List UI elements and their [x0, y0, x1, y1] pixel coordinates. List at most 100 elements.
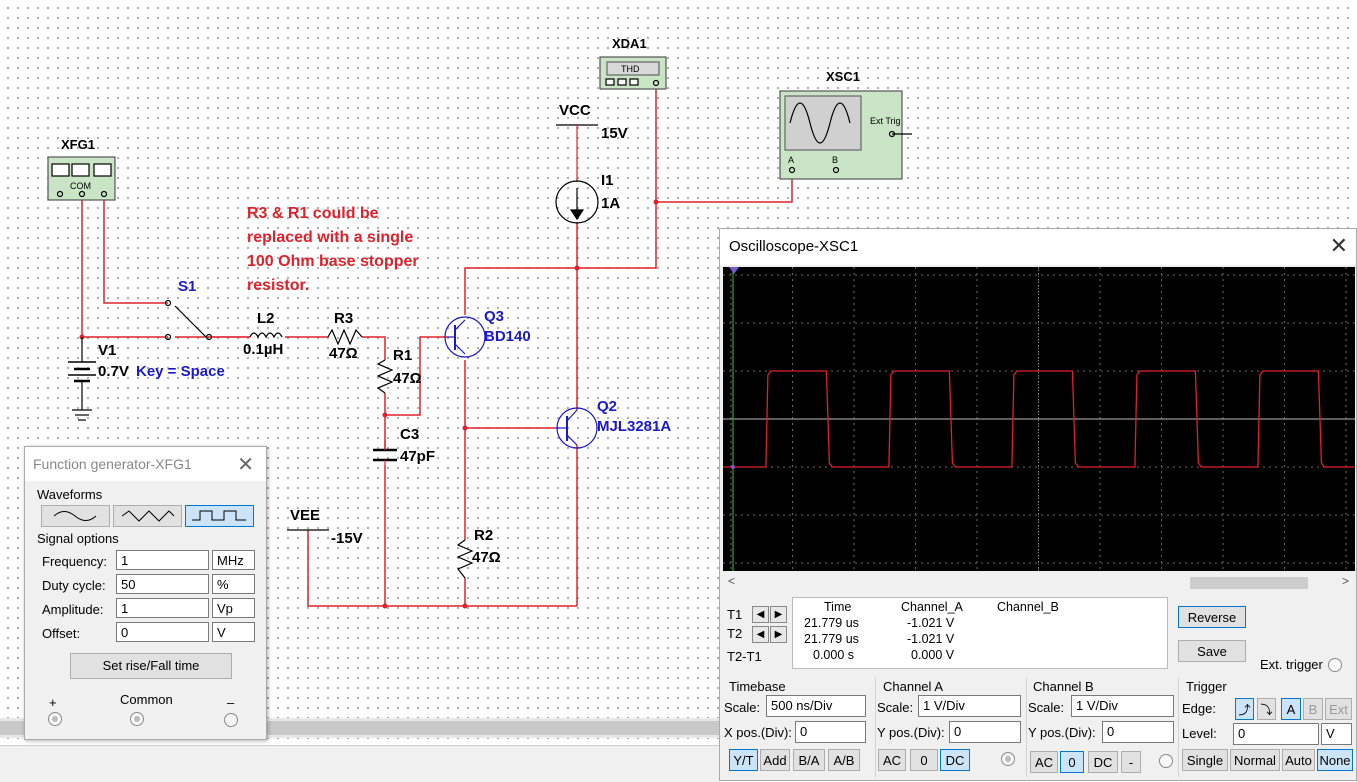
- channel-b-invert-button[interactable]: -: [1121, 751, 1141, 773]
- terminal-common-radio[interactable]: [130, 712, 144, 726]
- duty-cycle-input[interactable]: 50: [116, 574, 209, 594]
- waveforms-label: Waveforms: [37, 487, 103, 502]
- table-cell: 21.779 us: [804, 616, 859, 630]
- channel-a-ac-button[interactable]: AC: [878, 749, 906, 771]
- scroll-left-icon[interactable]: <: [728, 574, 736, 588]
- table-header: Channel_A: [901, 600, 963, 614]
- label-vcc: VCC: [559, 102, 591, 119]
- channel-a-scale-input[interactable]: 1 V/Div: [918, 695, 1021, 717]
- close-icon[interactable]: ✕: [237, 454, 254, 476]
- t1-left-arrow-icon[interactable]: ◀: [752, 606, 769, 623]
- falling-edge-icon[interactable]: ⤵: [1257, 698, 1276, 720]
- label-s1: S1: [178, 278, 197, 295]
- t2-left-arrow-icon[interactable]: ◀: [752, 626, 769, 643]
- cursor-marker-icon: [729, 267, 739, 274]
- terminal-plus-radio[interactable]: [48, 712, 62, 726]
- function-generator-window: Function generator-XFG1 ✕ Waveforms Sign…: [24, 446, 267, 740]
- oscilloscope-screen[interactable]: [723, 267, 1355, 571]
- note-line: 100 Ohm base stopper: [247, 253, 419, 270]
- frequency-unit[interactable]: MHz: [212, 550, 255, 570]
- status-bar: [0, 745, 720, 782]
- channel-a-zero-button[interactable]: 0: [910, 749, 938, 771]
- channel-b-radio[interactable]: [1159, 754, 1173, 768]
- label-ext-trig: Ext Trig: [870, 116, 901, 126]
- label-xsc1: XSC1: [826, 69, 860, 84]
- trigger-normal-button[interactable]: Normal: [1230, 749, 1280, 771]
- label-com: COM: [70, 181, 91, 191]
- label-l2-value: 0.1µH: [243, 341, 284, 358]
- reverse-button[interactable]: Reverse: [1178, 606, 1246, 628]
- frequency-input[interactable]: 1: [116, 550, 209, 570]
- label-r1-value: 47Ω: [393, 370, 422, 387]
- trigger-none-button[interactable]: None: [1317, 749, 1353, 771]
- scrollbar-thumb[interactable]: [1190, 577, 1308, 589]
- channel-a-scale-label: Scale:: [877, 700, 914, 715]
- rising-edge-icon[interactable]: ⤴: [1235, 698, 1254, 720]
- offset-unit[interactable]: V: [212, 622, 255, 642]
- offset-input[interactable]: 0: [116, 622, 209, 642]
- channel-b-label: Channel B: [1033, 679, 1094, 694]
- label-vee-value: -15V: [331, 530, 363, 547]
- sine-wave-button[interactable]: [41, 505, 110, 527]
- note-line: resistor.: [247, 277, 310, 294]
- trigger-source-b-button[interactable]: B: [1303, 698, 1323, 720]
- window-title: Oscilloscope-XSC1: [720, 229, 1356, 265]
- duty-cycle-unit[interactable]: %: [212, 574, 255, 594]
- t2-label: T2: [727, 626, 743, 641]
- square-wave-button[interactable]: [185, 505, 254, 527]
- channel-a-ypos-input[interactable]: 0: [949, 721, 1021, 743]
- label-q3-model: BD140: [484, 328, 531, 345]
- channel-b-ypos-input[interactable]: 0: [1102, 721, 1174, 743]
- t2-t1-label: T2-T1: [727, 649, 762, 664]
- channel-b-zero-button[interactable]: 0: [1060, 751, 1084, 773]
- label-l2: L2: [257, 310, 275, 327]
- amplitude-unit[interactable]: Vp: [212, 598, 255, 618]
- table-header: Time: [824, 600, 852, 614]
- terminal-minus-radio[interactable]: [224, 713, 238, 727]
- trigger-source-ext-button[interactable]: Ext: [1325, 698, 1352, 720]
- ext-trigger-radio[interactable]: [1328, 658, 1342, 672]
- junction-dots: [79, 199, 659, 609]
- save-button[interactable]: Save: [1178, 640, 1246, 662]
- channel-b-scale-input[interactable]: 1 V/Div: [1071, 695, 1174, 717]
- scroll-right-icon[interactable]: >: [1342, 574, 1350, 588]
- timebase-xpos-input[interactable]: 0: [795, 721, 866, 743]
- duty-cycle-label: Duty cycle:: [42, 578, 106, 593]
- table-cell: 21.779 us: [804, 632, 859, 646]
- trigger-level-unit[interactable]: V: [1321, 723, 1352, 745]
- label-xda1: XDA1: [612, 36, 647, 51]
- add-button[interactable]: Add: [760, 749, 790, 771]
- timebase-label: Timebase: [729, 679, 786, 694]
- channel-b-ac-button[interactable]: AC: [1030, 751, 1058, 773]
- a-b-button[interactable]: A/B: [828, 749, 860, 771]
- table-cell: 0.000 V: [911, 648, 955, 662]
- triangle-wave-icon: [121, 510, 175, 522]
- timebase-scale-input[interactable]: 500 ns/Div: [766, 695, 866, 717]
- channel-a-trace: [723, 370, 1355, 468]
- amplitude-input[interactable]: 1: [116, 598, 209, 618]
- timebase-xpos-label: X pos.(Div):: [724, 725, 792, 740]
- channel-a-radio[interactable]: [1001, 752, 1015, 766]
- note-line: replaced with a single: [247, 229, 414, 246]
- t1-right-arrow-icon[interactable]: ▶: [770, 606, 787, 623]
- label-r3: R3: [334, 310, 354, 327]
- trigger-level-input[interactable]: 0: [1233, 723, 1319, 745]
- close-icon[interactable]: ✕: [1329, 233, 1348, 258]
- trigger-source-a-button[interactable]: A: [1281, 698, 1301, 720]
- b-a-button[interactable]: B/A: [793, 749, 825, 771]
- triangle-wave-button[interactable]: [113, 505, 182, 527]
- trigger-auto-button[interactable]: Auto: [1282, 749, 1315, 771]
- trigger-single-button[interactable]: Single: [1182, 749, 1228, 771]
- set-rise-fall-button[interactable]: Set rise/Fall time: [70, 653, 232, 679]
- yt-button[interactable]: Y/T: [729, 749, 758, 771]
- channel-b-dc-button[interactable]: DC: [1088, 751, 1118, 773]
- screen-scrollbar[interactable]: < >: [720, 574, 1356, 591]
- channel-b-group: [1026, 677, 1027, 777]
- channel-a-dc-button[interactable]: DC: [940, 749, 970, 771]
- t2-right-arrow-icon[interactable]: ▶: [770, 626, 787, 643]
- offset-label: Offset:: [42, 626, 81, 641]
- trigger-edge-label: Edge:: [1182, 701, 1216, 716]
- note-line: R3 & R1 could be: [247, 205, 379, 222]
- label-i1: I1: [601, 172, 614, 189]
